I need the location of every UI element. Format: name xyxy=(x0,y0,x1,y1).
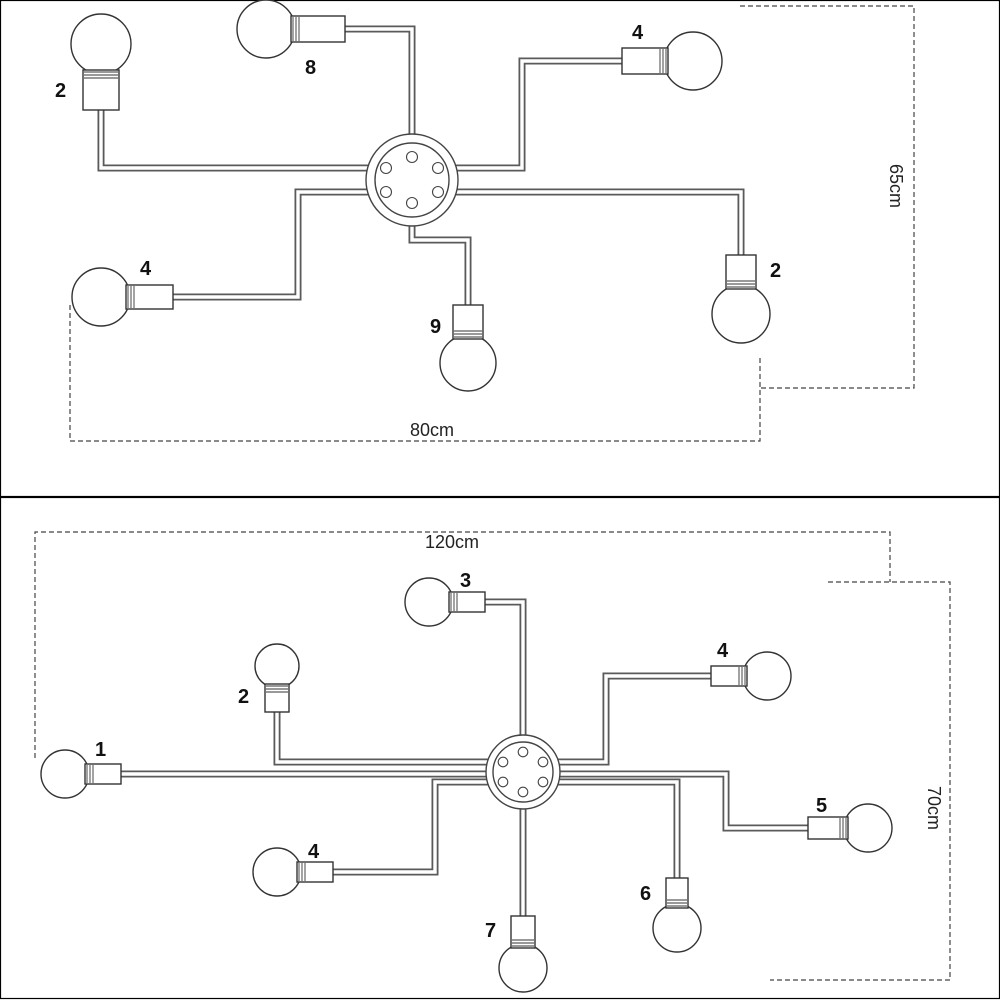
bottom-lamp-2-socket xyxy=(264,683,290,713)
bottom-label-arm-2: 2 xyxy=(238,686,249,708)
bottom-height-label: 70cm xyxy=(924,786,944,830)
bottom-lamp-3-bulb xyxy=(404,577,454,627)
bottom-height-dimension-line xyxy=(770,581,951,981)
bottom-width-dimension-line xyxy=(34,531,891,758)
bottom-lamp-6 xyxy=(539,778,702,953)
top-height-dimension-line xyxy=(740,5,915,389)
top-lamp-2-right-arm xyxy=(434,188,745,259)
bottom-lamp-6-arm xyxy=(539,778,681,882)
top-label-arm-8: 8 xyxy=(305,57,316,79)
top-lamp-8-socket xyxy=(290,15,346,43)
bottom-arms xyxy=(40,577,893,993)
top-lamp-2-right-bulb xyxy=(711,284,771,344)
bottom-lamp-4-right xyxy=(539,651,792,766)
top-lamp-9 xyxy=(408,199,497,392)
bottom-lamp-2 xyxy=(254,643,507,766)
top-lamp-2-right xyxy=(434,188,771,344)
bottom-lamp-1-socket xyxy=(84,763,122,785)
bottom-lamp-2-bulb xyxy=(254,643,300,689)
top-panel: 80cm 65cm 8 2 4 4 9 2 xyxy=(55,0,915,442)
top-label-arm-9: 9 xyxy=(430,316,441,338)
top-lamp-9-socket xyxy=(452,304,484,340)
top-label-arm-2-right: 2 xyxy=(770,260,781,282)
bottom-label-arm-5: 5 xyxy=(816,795,827,817)
bottom-lamp-5 xyxy=(539,770,893,853)
bottom-label-arm-4-left: 4 xyxy=(308,841,320,863)
bottom-lamp-3-socket xyxy=(448,591,486,613)
bottom-lamp-4-right-arm xyxy=(539,672,715,766)
bottom-label-arm-7: 7 xyxy=(485,920,496,942)
top-height-label: 65cm xyxy=(886,164,906,208)
top-lamp-2-left xyxy=(70,13,390,172)
top-lamp-8 xyxy=(236,0,416,161)
bottom-lamp-4-left-socket xyxy=(296,861,334,883)
bottom-lamp-4-right-socket xyxy=(710,665,748,687)
bottom-width-label: 120cm xyxy=(425,532,479,552)
bottom-label-arm-1: 1 xyxy=(95,739,106,761)
bottom-lamp-5-socket xyxy=(807,816,849,840)
bottom-lamp-3-arm xyxy=(481,598,527,756)
bottom-lamp-1-bulb xyxy=(40,749,90,799)
top-lamp-4-left-bulb xyxy=(71,267,131,327)
top-width-label: 80cm xyxy=(410,420,454,440)
bottom-label-arm-6: 6 xyxy=(640,883,651,905)
top-label-arm-4-left: 4 xyxy=(140,258,152,280)
bottom-label-arm-4-right: 4 xyxy=(717,640,729,662)
top-lamp-4-right-arm xyxy=(434,57,626,172)
top-lamp-4-right-bulb xyxy=(663,31,723,91)
top-lamp-2-right-socket xyxy=(725,254,757,290)
top-lamp-2-left-arm xyxy=(97,106,390,172)
bottom-lamp-4-left-arm xyxy=(329,778,507,876)
bottom-panel: 120cm 70cm 1 2 3 4 5 4 7 6 xyxy=(34,531,951,993)
bottom-lamp-1 xyxy=(40,749,507,799)
top-lamp-2-left-bulb xyxy=(70,13,132,75)
top-label-arm-2-left: 2 xyxy=(55,80,66,102)
bottom-lamp-3 xyxy=(404,577,527,756)
bottom-canopy xyxy=(485,734,561,810)
top-lamp-4-left xyxy=(71,188,390,327)
bottom-lamp-7 xyxy=(498,788,548,993)
bottom-lamp-6-bulb xyxy=(652,903,702,953)
bottom-label-arm-3: 3 xyxy=(460,570,471,592)
top-canopy xyxy=(365,133,459,227)
top-arms xyxy=(70,0,771,392)
top-lamp-8-bulb xyxy=(236,0,296,59)
bottom-lamp-5-bulb xyxy=(843,803,893,853)
top-lamp-4-right xyxy=(434,31,723,172)
bottom-lamp-4-left-bulb xyxy=(252,847,302,897)
top-lamp-4-left-socket xyxy=(125,284,174,310)
top-width-dimension-line xyxy=(69,305,761,442)
top-lamp-9-bulb xyxy=(439,334,497,392)
bottom-lamp-4-right-bulb xyxy=(742,651,792,701)
top-panel-frame xyxy=(0,0,1000,498)
top-lamp-4-right-socket xyxy=(621,47,669,75)
bottom-lamp-6-socket xyxy=(665,877,689,909)
top-lamp-2-left-socket xyxy=(82,69,120,111)
top-label-arm-4-right: 4 xyxy=(632,22,644,44)
bottom-lamp-2-arm xyxy=(273,708,507,766)
bottom-lamp-4-left xyxy=(252,778,507,897)
bottom-lamp-7-bulb xyxy=(498,943,548,993)
top-lamp-4-left-arm xyxy=(169,188,390,301)
